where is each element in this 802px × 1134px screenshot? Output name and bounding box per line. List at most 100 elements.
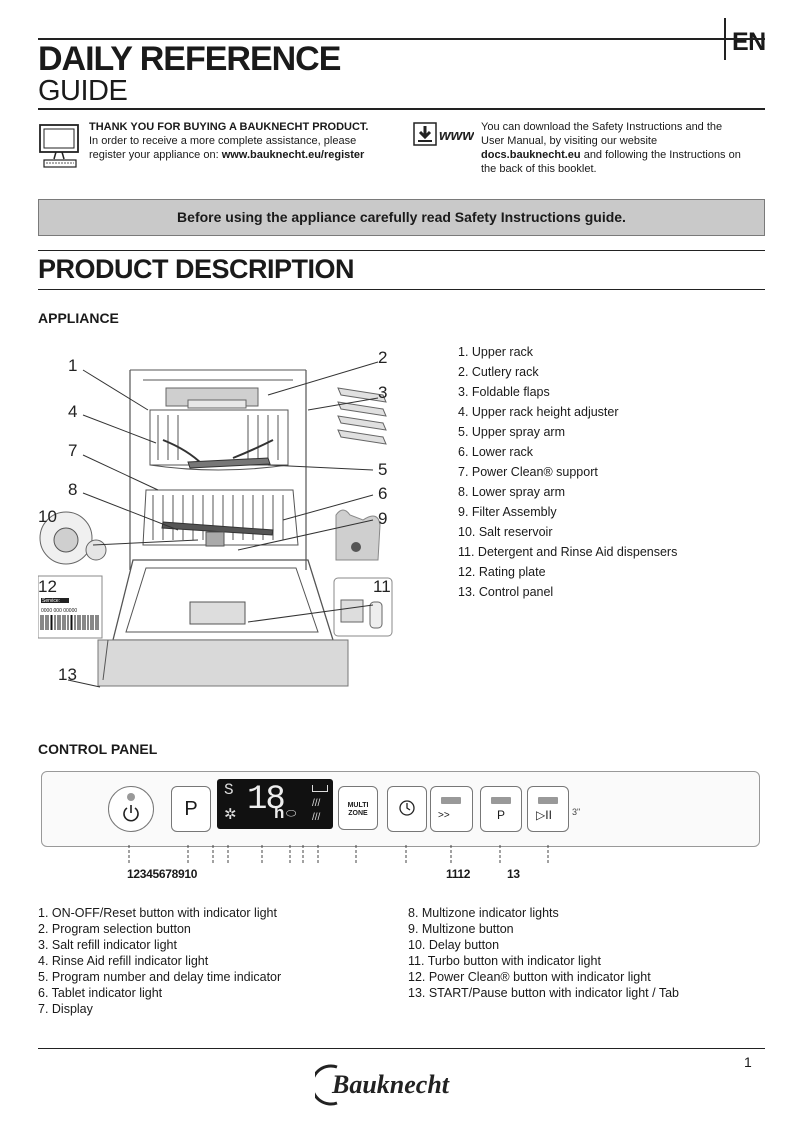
multizone-button[interactable]: MULTI ZONE	[338, 786, 378, 830]
part-list-item: 10. Salt reservoir	[458, 525, 553, 539]
callout-6: 6	[378, 484, 387, 503]
intro-right-line4: the back of this booklet.	[481, 163, 597, 175]
control-list-item: 7. Display	[38, 1002, 93, 1016]
program-button[interactable]: P	[171, 786, 211, 832]
callout-10: 10	[38, 507, 57, 526]
power-button[interactable]	[108, 786, 154, 832]
control-list-item: 8. Multizone indicator lights	[408, 906, 559, 920]
control-list-item: 3. Salt refill indicator light	[38, 938, 177, 952]
callout-12: 12	[38, 577, 57, 596]
footer-rule	[38, 1048, 765, 1049]
section-title: PRODUCT DESCRIPTION	[38, 254, 355, 284]
control-panel-heading: CONTROL PANEL	[38, 741, 158, 757]
panel-callouts-left: 12345678910	[127, 867, 198, 881]
rating-plate-code: 0000 000 00000	[41, 608, 77, 614]
part-list-item: 2. Cutlery rack	[458, 365, 539, 379]
start-pause-icon: ▷II	[536, 808, 552, 822]
control-list-item: 5. Program number and delay time indicat…	[38, 970, 282, 984]
callout-11: 11	[373, 577, 391, 596]
turbo-icon: >>	[438, 810, 450, 821]
control-panel: P S ✲ 18 h ⬭ /// /// MULTI ZONE >> P ▷II…	[41, 771, 760, 847]
callout-3: 3	[378, 383, 387, 402]
part-list-item: 6. Lower rack	[458, 445, 534, 459]
control-list-item: 12. Power Clean® button with indicator l…	[408, 970, 651, 984]
part-list-item: 11. Detergent and Rinse Aid dispensers	[458, 545, 678, 559]
control-list-item: 9. Multizone button	[408, 922, 514, 936]
language-code: EN	[732, 28, 766, 56]
brand-name: Bauknecht	[331, 1070, 450, 1099]
part-list-item: 7. Power Clean® support	[458, 465, 598, 479]
tablet-indicator: ⬭	[286, 806, 297, 820]
callout-7: 7	[68, 441, 77, 460]
section-rule-bottom	[38, 289, 765, 290]
page-number: 1	[744, 1054, 752, 1070]
multizone-label-1: MULTI	[347, 802, 369, 809]
control-list-item: 4. Rinse Aid refill indicator light	[38, 954, 209, 968]
power-icon	[123, 805, 139, 822]
dishwasher-illustration: Service: 0000 000 00000 1 2 3 4 5 7 6 8 …	[38, 348, 393, 688]
power-clean-icon: P	[497, 808, 506, 822]
intro-left-line2: In order to receive a more complete assi…	[89, 135, 357, 147]
control-list-item: 1. ON-OFF/Reset button with indicator li…	[38, 906, 277, 920]
bauknecht-logo: Bauknecht	[310, 1064, 450, 1106]
turbo-button[interactable]: >>	[430, 786, 473, 832]
control-list-item: 2. Program selection button	[38, 922, 191, 936]
intro-right-text: You can download the Safety Instructions…	[481, 120, 771, 176]
rating-plate-label: Service:	[42, 598, 60, 604]
callout-1: 1	[68, 356, 77, 375]
display: S ✲ 18 h ⬭ /// ///	[217, 779, 333, 829]
intro-right-line2: User Manual, by visiting our website	[481, 135, 658, 147]
salt-indicator: S	[224, 781, 234, 799]
power-indicator-light	[127, 793, 135, 801]
download-icon: www	[413, 122, 474, 146]
safety-banner: Before using the appliance carefully rea…	[38, 199, 765, 236]
docs-link[interactable]: docs.bauknecht.eu	[481, 149, 581, 161]
part-list-item: 4. Upper rack height adjuster	[458, 405, 619, 419]
program-number-display: 18	[247, 781, 286, 819]
part-list-item: 12. Rating plate	[458, 565, 546, 579]
multizone-label-2: ZONE	[348, 810, 368, 817]
intro-left-text: THANK YOU FOR BUYING A BAUKNECHT PRODUCT…	[89, 120, 399, 162]
monitor-icon	[39, 124, 79, 168]
callout-13: 13	[58, 665, 77, 684]
part-list-item: 13. Control panel	[458, 585, 554, 599]
intro-left-line3: register your appliance on:	[89, 149, 222, 161]
start-pause-button[interactable]: ▷II	[527, 786, 569, 832]
register-link[interactable]: www.bauknecht.eu/register	[221, 149, 365, 161]
control-list-item: 6. Tablet indicator light	[38, 986, 163, 1000]
multizone-light-mid: ///	[312, 798, 321, 809]
multizone-light-lower: ///	[312, 812, 321, 823]
panel-callouts-right: 13	[507, 867, 520, 881]
callout-2: 2	[378, 348, 387, 367]
intro-left-bold: THANK YOU FOR BUYING A BAUKNECHT PRODUCT…	[89, 121, 369, 133]
panel-callout-lines	[128, 845, 549, 865]
multizone-light-upper	[312, 785, 328, 792]
www-icon-label: www	[439, 127, 474, 144]
top-rule	[38, 38, 765, 40]
intro-right-line1: You can download the Safety Instructions…	[481, 121, 723, 133]
part-list-item: 9. Filter Assembly	[458, 505, 557, 519]
section-rule-top	[38, 250, 765, 251]
brand-logo: Bauknecht	[310, 1064, 490, 1111]
panel-callouts-mid: 1112	[446, 867, 471, 881]
callout-4: 4	[68, 402, 77, 421]
delay-hours-indicator: h	[274, 803, 285, 822]
rinse-aid-indicator: ✲	[224, 806, 237, 823]
control-list-item: 10. Delay button	[408, 938, 500, 952]
title-line2: GUIDE	[38, 75, 128, 107]
part-list-item: 5. Upper spray arm	[458, 425, 565, 439]
part-list-item: 3. Foldable flaps	[458, 385, 550, 399]
power-clean-indicator-light	[491, 797, 511, 804]
power-clean-button[interactable]: P	[480, 786, 522, 832]
callout-8: 8	[68, 480, 77, 499]
appliance-heading: APPLIANCE	[38, 310, 119, 326]
control-panel-list-left: 1. ON-OFF/Reset button with indicator li…	[38, 905, 281, 1017]
control-list-item: 11. Turbo button with indicator light	[408, 954, 601, 968]
delay-button[interactable]	[387, 786, 427, 832]
callout-5: 5	[378, 460, 387, 479]
control-panel-list-right: 8. Multizone indicator lights 9. Multizon…	[408, 905, 679, 1001]
callout-9: 9	[378, 509, 387, 528]
delay-clock-icon	[399, 800, 415, 816]
start-indicator-light	[538, 797, 558, 804]
